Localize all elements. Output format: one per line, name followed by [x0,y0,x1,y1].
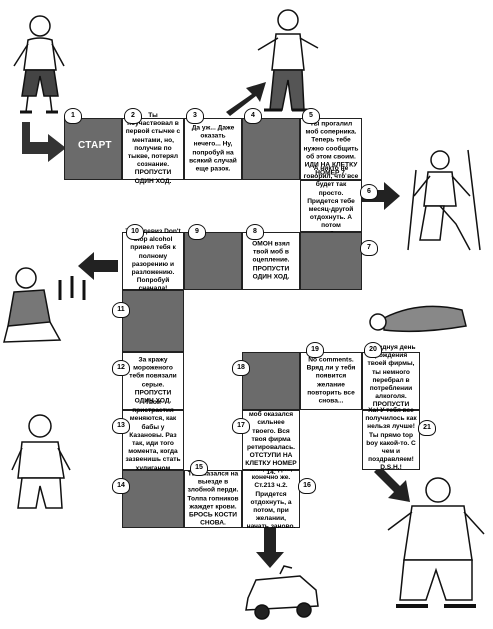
cell-text: No comments. Вряд ли у тебя появится жел… [306,356,356,405]
cell-number: 14 [112,478,130,494]
cell-number: 15 [190,460,208,476]
board-cell-21: Ха! У тебя все получилось как нельзя луч… [362,407,420,472]
cheering-man-icon [387,477,485,608]
board-cell-18 [242,352,300,410]
board-cell-14 [122,470,184,528]
board-cell-19: No comments. Вряд ли у тебя появится жел… [300,352,362,410]
cell-number: 19 [306,342,324,358]
board-cell-10: Твой девиз Don't stop alcohol привел теб… [122,228,184,293]
board-cell-4 [242,118,300,180]
cell-number: 16 [298,478,316,494]
injured-man-icon [407,149,481,251]
cell-number: 5 [302,108,320,124]
cell-number: 12 [112,360,130,376]
board-cell-8: ОМОН взял твой моб в оцепление. ПРОПУСТИ… [242,232,300,290]
cell-text: Твой девиз Don't stop alcohol привел теб… [125,228,181,292]
board-cell-20: Празднуя день рождения твоей фирмы, ты н… [362,344,420,417]
arrow-icon [374,466,410,502]
hooligan-figure-icon [13,15,65,114]
cell-number: 10 [126,224,144,240]
arrow-icon [356,182,400,210]
board-cell-9 [184,232,242,290]
cell-number: 20 [364,342,382,358]
cell-text: Ха! У тебя все получилось как нельзя луч… [365,407,417,472]
cell-number: 8 [246,224,264,240]
board-cell-17: Враждебный моб оказался сильнее твоего. … [242,403,300,476]
cell-number: 1 [64,108,82,124]
cell-number: 7 [360,240,378,256]
cell-text: Ты прогалил моб соперника. Теперь тебе н… [303,120,359,177]
start-arrow-icon [22,122,66,162]
board-cell-13: Твои пристрастия меняются, как бабы у Ка… [122,399,184,480]
cell-text: Твои пристрастия меняются, как бабы у Ка… [125,398,181,480]
cell-number: 11 [112,302,130,318]
cell-number: 13 [112,418,130,434]
arrow-icon [78,252,118,280]
cell-number: 4 [244,108,262,124]
cell-text: ОМОН взял твой моб в оцепление. ПРОПУСТИ… [252,240,290,281]
cell-number: 18 [232,360,250,376]
board-cell-6: А никто не говорил, что все будет так пр… [300,165,362,246]
arrow-icon [226,82,266,116]
board-cell-3: Да уж... Даже оказать нечего... Ну, попр… [184,118,242,180]
cell-number: 17 [232,418,250,434]
board-cell-1 [64,118,122,180]
cell-text: Ты оказался на выезде в злобной перди. Т… [187,470,239,527]
cell-text: Ты поучаствовал в первой стычке с ментам… [125,112,181,185]
board-cell-5: Ты прогалил моб соперника. Теперь тебе н… [300,118,362,180]
hooligan-figure-icon [11,414,71,509]
lying-man-icon [3,267,86,343]
cell-number: 9 [188,224,206,240]
hooligan-figure-icon [257,9,319,112]
cell-number: 3 [186,108,204,124]
cell-text: Да уж... Даже оказать нечего... Ну, попр… [189,124,237,173]
cell-text: Враждебный моб оказался сильнее твоего. … [245,403,297,476]
cell-text: За кражу мороженого тебя повязали серые.… [129,356,177,405]
arrow-icon [256,528,284,568]
start-label: СТАРТ [78,140,112,151]
board-cell-7 [300,232,362,290]
cell-number: 2 [124,108,142,124]
police-car-icon [245,565,319,620]
board-cell-12: За кражу мороженого тебя повязали серые.… [122,352,184,410]
cell-number: 6 [360,184,378,200]
board-cell-11 [122,290,184,352]
lying-man-icon [369,305,467,333]
board-cell-16: Бля, обидно, конечно же. Ст.213 ч.2. При… [242,466,300,531]
board-cell-2: Ты поучаствовал в первой стычке с ментам… [122,112,184,185]
cell-number: 21 [418,420,436,436]
board-cell-15: Ты оказался на выезде в злобной перди. Т… [184,470,242,528]
